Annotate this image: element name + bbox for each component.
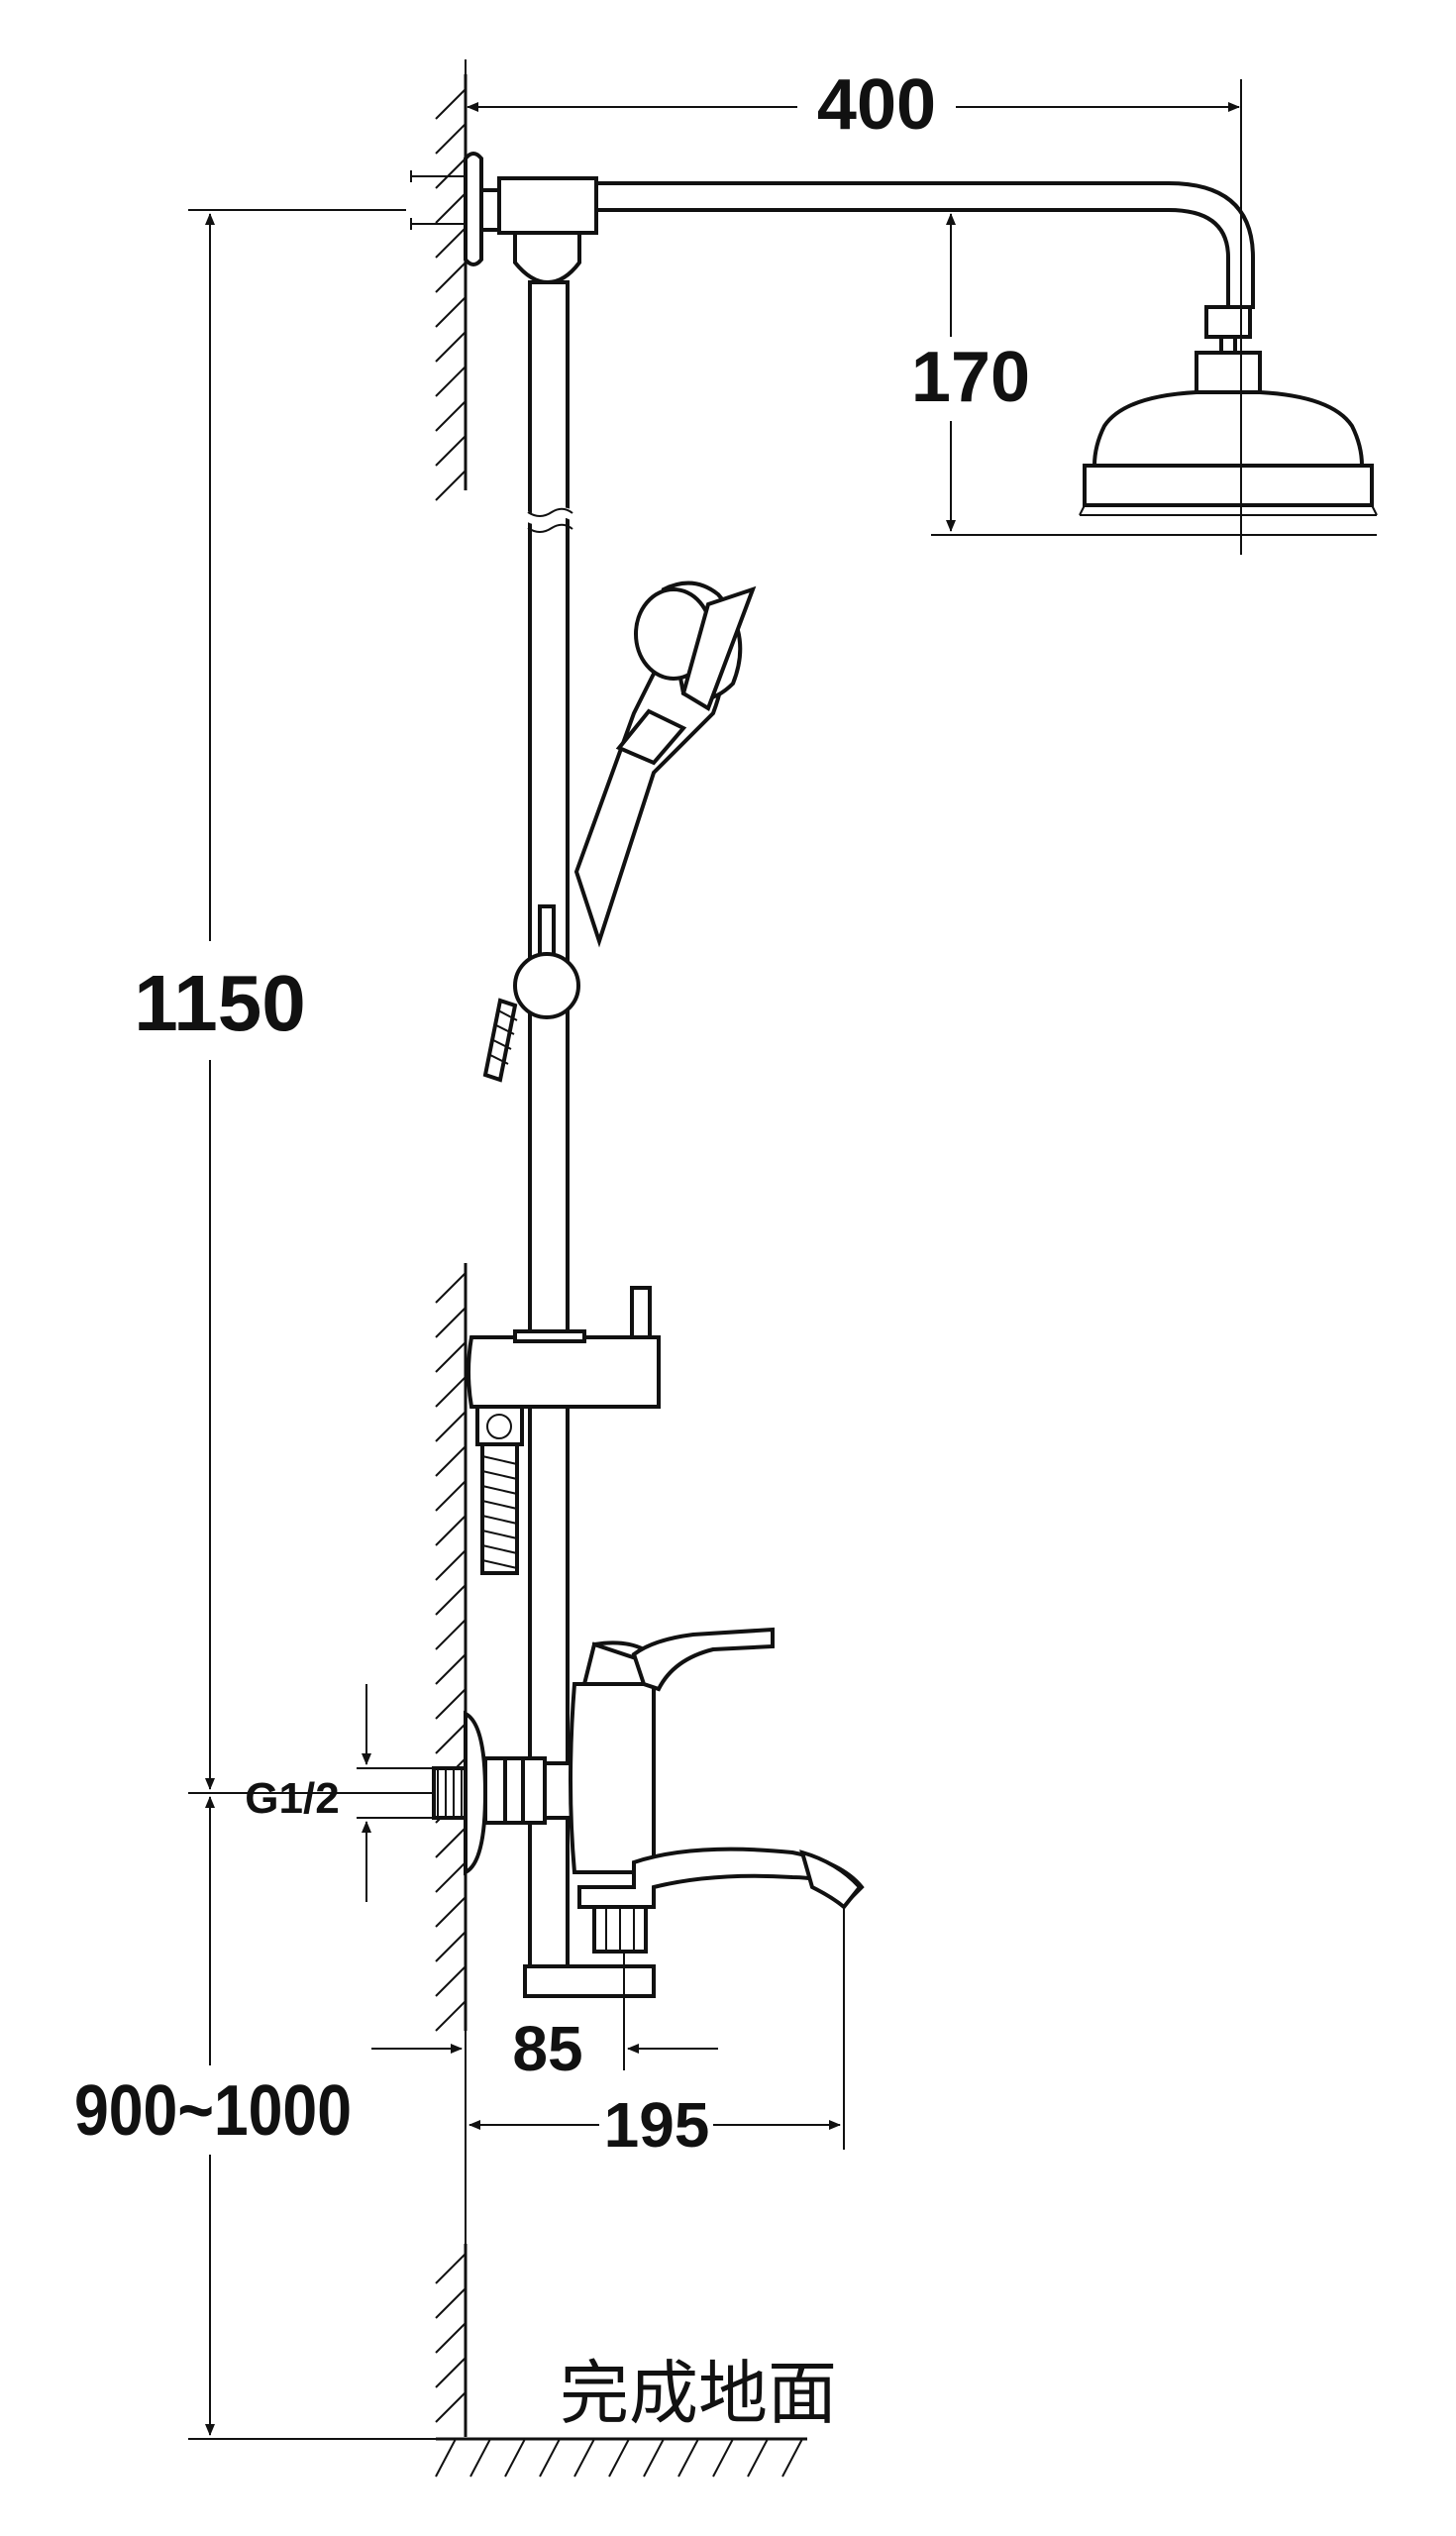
dim-1150-label: 1150 <box>134 959 306 1047</box>
bath-mixer <box>432 1627 865 1998</box>
dim-170-label: 170 <box>911 338 1030 417</box>
riser-pipe <box>522 280 578 1968</box>
wall-middle <box>435 1263 468 2032</box>
dim-inlet-thread: G1/2 <box>188 1684 436 1902</box>
dim-g12-label: G1/2 <box>245 1774 339 1823</box>
dim-inlet-offset: 85 <box>371 1952 718 2084</box>
wall-upper <box>435 74 468 501</box>
wall-lower <box>435 2244 468 2437</box>
dim-install-height: 900~1000 <box>74 1796 436 2440</box>
rain-shower-head <box>1079 305 1378 516</box>
dim-spout-projection: 195 <box>465 1907 845 2244</box>
dim-900-1000-label: 900~1000 <box>74 2071 352 2151</box>
dim-195-label: 195 <box>604 2089 710 2161</box>
tee-connector <box>497 176 598 285</box>
wall-flange-top <box>410 152 501 266</box>
dim-arm-length: 400 <box>465 59 1242 555</box>
floor-line <box>435 2437 807 2478</box>
hand-shower-holder <box>482 904 580 1083</box>
dim-head-drop: 170 <box>614 209 1377 536</box>
hand-shower <box>573 581 757 948</box>
shower-arm <box>592 181 1255 309</box>
dim-85-label: 85 <box>512 2013 582 2084</box>
shower-hose-lower <box>475 1405 524 1575</box>
dim-total-height: 1150 <box>134 209 406 1790</box>
floor-label: 完成地面 <box>560 2353 837 2434</box>
dim-400-label: 400 <box>817 65 936 145</box>
slide-bracket <box>467 1286 661 1409</box>
